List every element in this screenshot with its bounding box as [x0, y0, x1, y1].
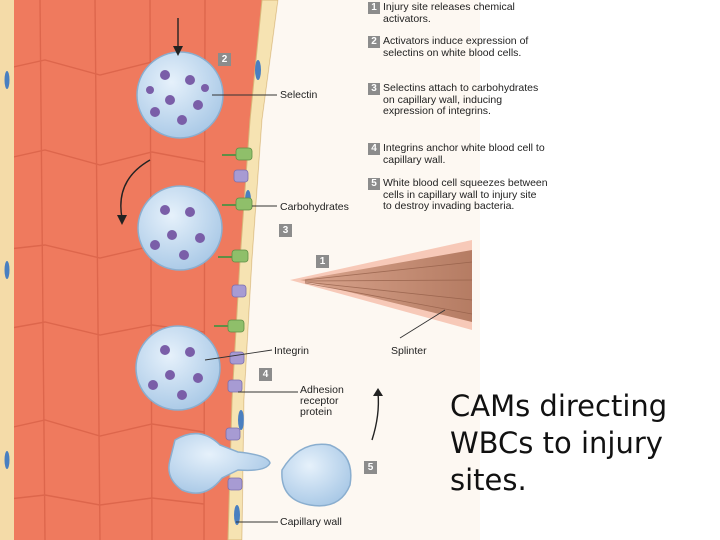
step-number: 3 — [368, 83, 380, 95]
white-blood-cell-squeezing — [168, 432, 271, 494]
step-number: 2 — [368, 36, 380, 48]
surface-molecules — [214, 147, 253, 491]
label-leaders — [204, 94, 446, 523]
label-integrin: Integrin — [274, 345, 310, 357]
badge-2: 2 — [218, 53, 231, 66]
white-blood-cell-escaped — [281, 443, 352, 507]
label-selectin: Selectin — [280, 89, 318, 101]
badge-1: 1 — [316, 255, 329, 268]
step-text: Activators induce expression of selectin… — [383, 35, 529, 59]
step-4: 4 Integrins anchor white blood cell to c… — [368, 142, 548, 166]
step-number: 1 — [368, 2, 380, 14]
step-number: 4 — [368, 143, 380, 155]
label-splinter: Splinter — [391, 345, 427, 357]
step-1: 1 Injury site releases chemical activato… — [368, 1, 548, 25]
step-text: Injury site releases chemical activators… — [383, 1, 515, 25]
slide-caption: CAMs directing WBCs to injury sites. — [450, 389, 668, 497]
left-wall — [0, 0, 14, 540]
white-blood-cell-3 — [135, 325, 221, 411]
label-carbohydrates: Carbohydrates — [280, 201, 349, 213]
white-blood-cell-1 — [136, 51, 224, 139]
badge-5: 5 — [364, 461, 377, 474]
step-text: Integrins anchor white blood cell to cap… — [383, 142, 545, 166]
splinter — [290, 240, 473, 330]
step-5: 5 White blood cell squeezes between cell… — [368, 177, 548, 213]
badge-3: 3 — [279, 224, 292, 237]
step-text: White blood cell squeezes between cells … — [383, 177, 548, 212]
flow-arrows — [120, 18, 380, 441]
label-capillary-wall: Capillary wall — [280, 516, 342, 528]
step-2: 2 Activators induce expression of select… — [368, 35, 548, 59]
step-3: 3 Selectins attach to carbohydrates on c… — [368, 82, 548, 118]
white-blood-cell-2 — [137, 185, 223, 271]
step-text: Selectins attach to carbohydrates on cap… — [383, 82, 539, 117]
label-adhesion-receptor: Adhesion receptor protein — [300, 384, 344, 418]
badge-4: 4 — [259, 368, 272, 381]
step-number: 5 — [368, 178, 380, 190]
